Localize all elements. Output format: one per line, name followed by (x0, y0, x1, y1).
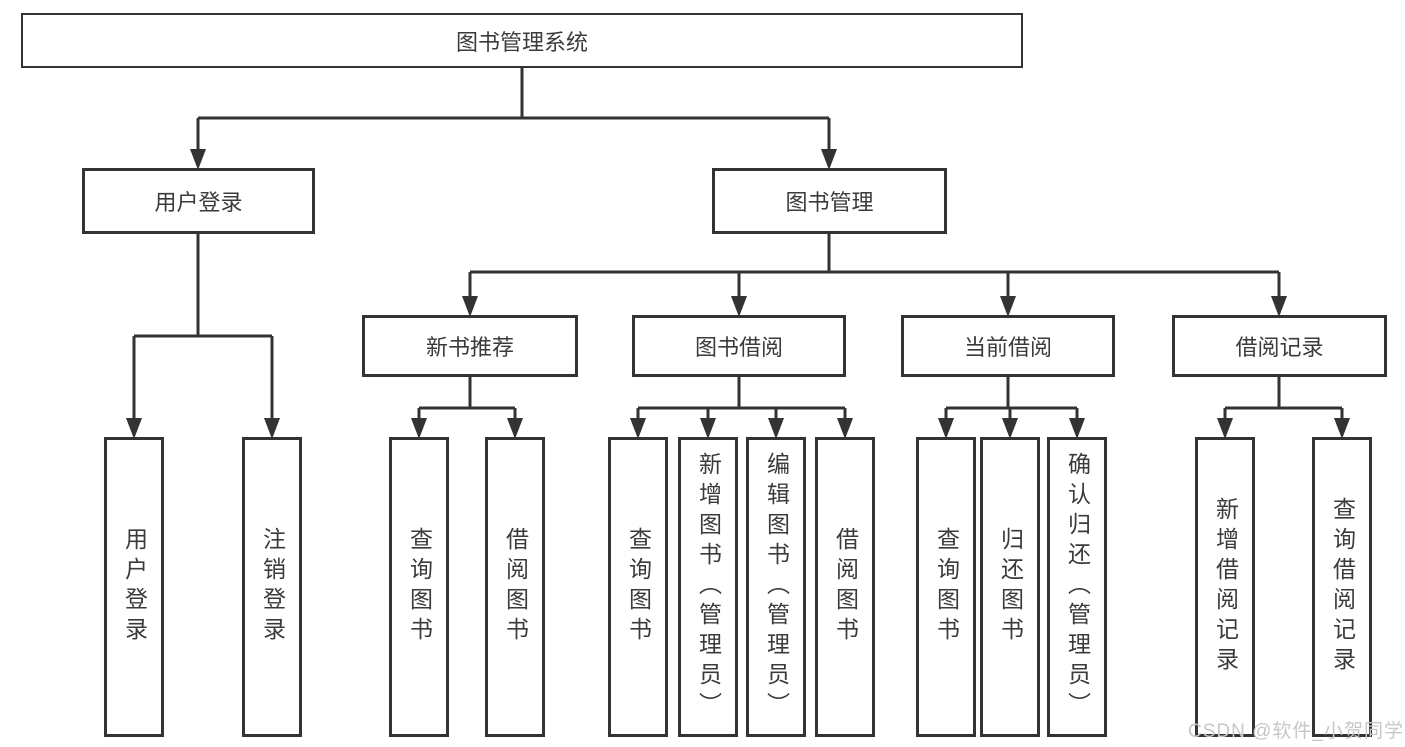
node-borrow-records: 借阅记录 (1172, 315, 1387, 377)
node-current-borrow: 当前借阅 (901, 315, 1115, 377)
leaf-confirm-return-admin: 确认归还（管理员） (1047, 437, 1107, 737)
node-book-borrow: 图书借阅 (632, 315, 846, 377)
node-book-management: 图书管理 (712, 168, 947, 234)
connector-book-borrow-to-leaves (630, 377, 853, 439)
leaf-add-book-admin: 新增图书（管理员） (678, 437, 738, 737)
leaf-query-borrow-record: 查询借阅记录 (1312, 437, 1372, 737)
node-root: 图书管理系统 (21, 13, 1023, 68)
leaf-add-borrow-record: 新增借阅记录 (1195, 437, 1255, 737)
connector-new-book-recommend-to-leaves (411, 377, 523, 439)
node-user-login: 用户登录 (82, 168, 315, 234)
connector-borrow-records-to-leaves (1217, 377, 1350, 439)
leaf-logout: 注销登录 (242, 437, 302, 737)
leaf-user-login: 用户登录 (104, 437, 164, 737)
leaf-return-books: 归还图书 (980, 437, 1040, 737)
leaf-query-books-current: 查询图书 (916, 437, 976, 737)
leaf-borrow-books: 借阅图书 (815, 437, 875, 737)
leaf-edit-book-admin: 编辑图书（管理员） (746, 437, 806, 737)
connector-book-management-to-level3 (462, 233, 1287, 317)
leaf-borrow-books-recommend: 借阅图书 (485, 437, 545, 737)
leaf-query-books-recommend: 查询图书 (389, 437, 449, 737)
leaf-query-books-borrow: 查询图书 (608, 437, 668, 737)
connector-current-borrow-to-leaves (938, 377, 1085, 439)
watermark: CSDN @软件_小贺同学 (1188, 721, 1404, 742)
connector-user-login-to-leaves (126, 233, 280, 439)
node-new-book-recommend: 新书推荐 (362, 315, 578, 377)
connector-root-to-level2 (190, 67, 837, 170)
